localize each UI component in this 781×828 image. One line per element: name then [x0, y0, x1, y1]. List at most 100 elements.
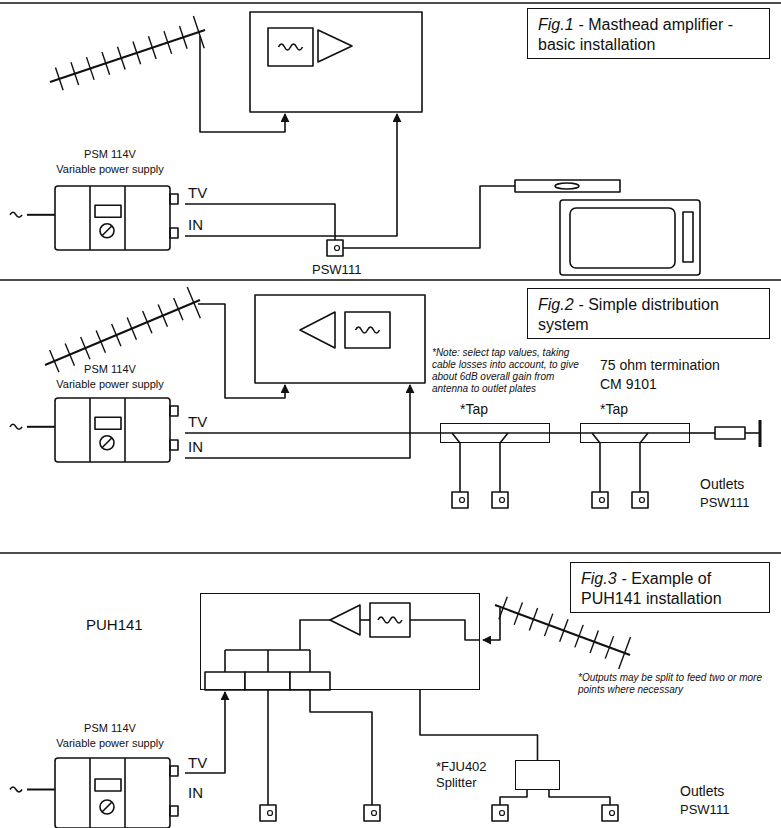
- power-supply-rib: [89, 398, 91, 462]
- part-label: TV: [188, 184, 207, 202]
- antenna-element: [117, 47, 125, 70]
- outlet-plate: [602, 805, 618, 821]
- antenna-element: [86, 57, 94, 80]
- coax-cable: [310, 690, 372, 805]
- outlet-socket: [372, 811, 377, 816]
- coax-cable: [483, 608, 500, 640]
- filter-wave: [279, 44, 303, 50]
- outlet-plate: [327, 240, 343, 256]
- splitter-body: *FJU402 Splitter: [515, 760, 560, 790]
- antenna-element: [179, 26, 187, 49]
- separator-line: [0, 552, 781, 554]
- outlet-plate: [492, 805, 508, 821]
- mains-symbol: [10, 424, 22, 429]
- antenna-element: [143, 311, 152, 333]
- antenna-element: [499, 597, 507, 620]
- outlet-socket: [268, 811, 273, 816]
- part-label: TV: [188, 754, 207, 772]
- tap-label: *Tap: [440, 400, 550, 418]
- antenna-element: [65, 344, 74, 366]
- output-port: [290, 672, 330, 690]
- antenna-element: [102, 52, 110, 75]
- antenna-element: [193, 16, 204, 48]
- antenna-element: [619, 637, 631, 669]
- coax-cable: [420, 690, 538, 760]
- antenna-element: [575, 625, 583, 648]
- antenna-element: [560, 619, 568, 642]
- power-supply-plate: [95, 779, 121, 791]
- part-label: Outlets: [680, 783, 724, 800]
- part-label: TV: [188, 413, 207, 431]
- antenna-element: [133, 42, 141, 65]
- coax-cable: [267, 690, 269, 805]
- device-caption: Variable power supply: [10, 378, 210, 391]
- outlet-socket: [460, 498, 465, 503]
- internal-line: [300, 620, 330, 650]
- amplifier-symbol: [330, 605, 360, 635]
- antenna-element: [127, 318, 136, 340]
- power-supply-knob: [102, 226, 112, 236]
- internal-line: [267, 650, 269, 672]
- internal-line: [360, 619, 370, 621]
- power-supply-rib: [124, 186, 126, 250]
- device-caption: Variable power supply: [10, 737, 210, 750]
- caption-box: Fig.3- Example of PUH141 installation: [570, 562, 770, 613]
- power-supply-plate: [95, 205, 121, 217]
- antenna-element: [148, 36, 156, 59]
- power-supply-socket: [170, 228, 178, 238]
- antenna-element: [514, 602, 522, 625]
- antenna-element: [55, 68, 63, 91]
- antenna-element: [544, 614, 552, 637]
- outlet-socket: [500, 498, 505, 503]
- figure-number: Fig.2: [538, 296, 574, 313]
- antenna-element: [187, 287, 200, 318]
- part-label: PSW111: [700, 495, 749, 511]
- outlet-plate: [452, 492, 468, 508]
- power-supply-plate: [95, 417, 121, 429]
- part-label: IN: [188, 438, 203, 456]
- antenna-element: [605, 636, 613, 659]
- tap-label: *Tap: [580, 400, 690, 418]
- outlet-socket: [610, 811, 615, 816]
- antenna-element: [112, 324, 121, 346]
- coax-cable: [343, 186, 515, 248]
- antenna-element: [158, 305, 167, 327]
- part-name: PUH141: [86, 616, 143, 634]
- tap-body: [580, 423, 690, 443]
- amplifier-housing: [250, 12, 422, 112]
- outlet-plate: [632, 492, 648, 508]
- antenna-element: [529, 608, 537, 631]
- coax-cable: [185, 204, 335, 240]
- tap-drop: [500, 433, 508, 492]
- power-supply: [55, 758, 170, 828]
- antenna-element: [164, 31, 172, 54]
- outlet-plate: [364, 805, 380, 821]
- mains-symbol: [10, 787, 22, 792]
- coax-cable: [549, 790, 610, 805]
- outlet-plate: [592, 492, 608, 508]
- distribution-amplifier: PUH141: [200, 593, 480, 690]
- coax-cable: [185, 385, 410, 458]
- caption-box: Fig.2- Simple distribution system: [527, 288, 770, 339]
- note-text: *Outputs may be split to feed two or mor…: [578, 672, 768, 696]
- part-label: CM 9101: [600, 376, 657, 393]
- tap-unit: *Tap: [440, 400, 550, 443]
- figure-number: Fig.3: [581, 570, 617, 587]
- part-label: IN: [188, 784, 203, 802]
- part-label: IN: [188, 216, 203, 234]
- device-caption: PSM 114V: [10, 148, 210, 161]
- power-supply-socket: [170, 806, 178, 816]
- tap-drop: [592, 433, 600, 492]
- power-supply-socket: [170, 766, 178, 776]
- vcr: [515, 180, 620, 192]
- device-caption: PSM 114V: [10, 363, 210, 376]
- mains-symbol: [10, 212, 22, 217]
- antenna-element: [590, 630, 598, 653]
- internal-line: [440, 432, 550, 434]
- filter-symbol: [345, 312, 390, 348]
- note-text: *Note: select tap values, taking cable l…: [432, 347, 592, 395]
- power-supply-rib: [124, 758, 126, 828]
- coax-cable: [500, 790, 527, 805]
- filter-wave: [356, 327, 380, 333]
- internal-line: [224, 650, 226, 672]
